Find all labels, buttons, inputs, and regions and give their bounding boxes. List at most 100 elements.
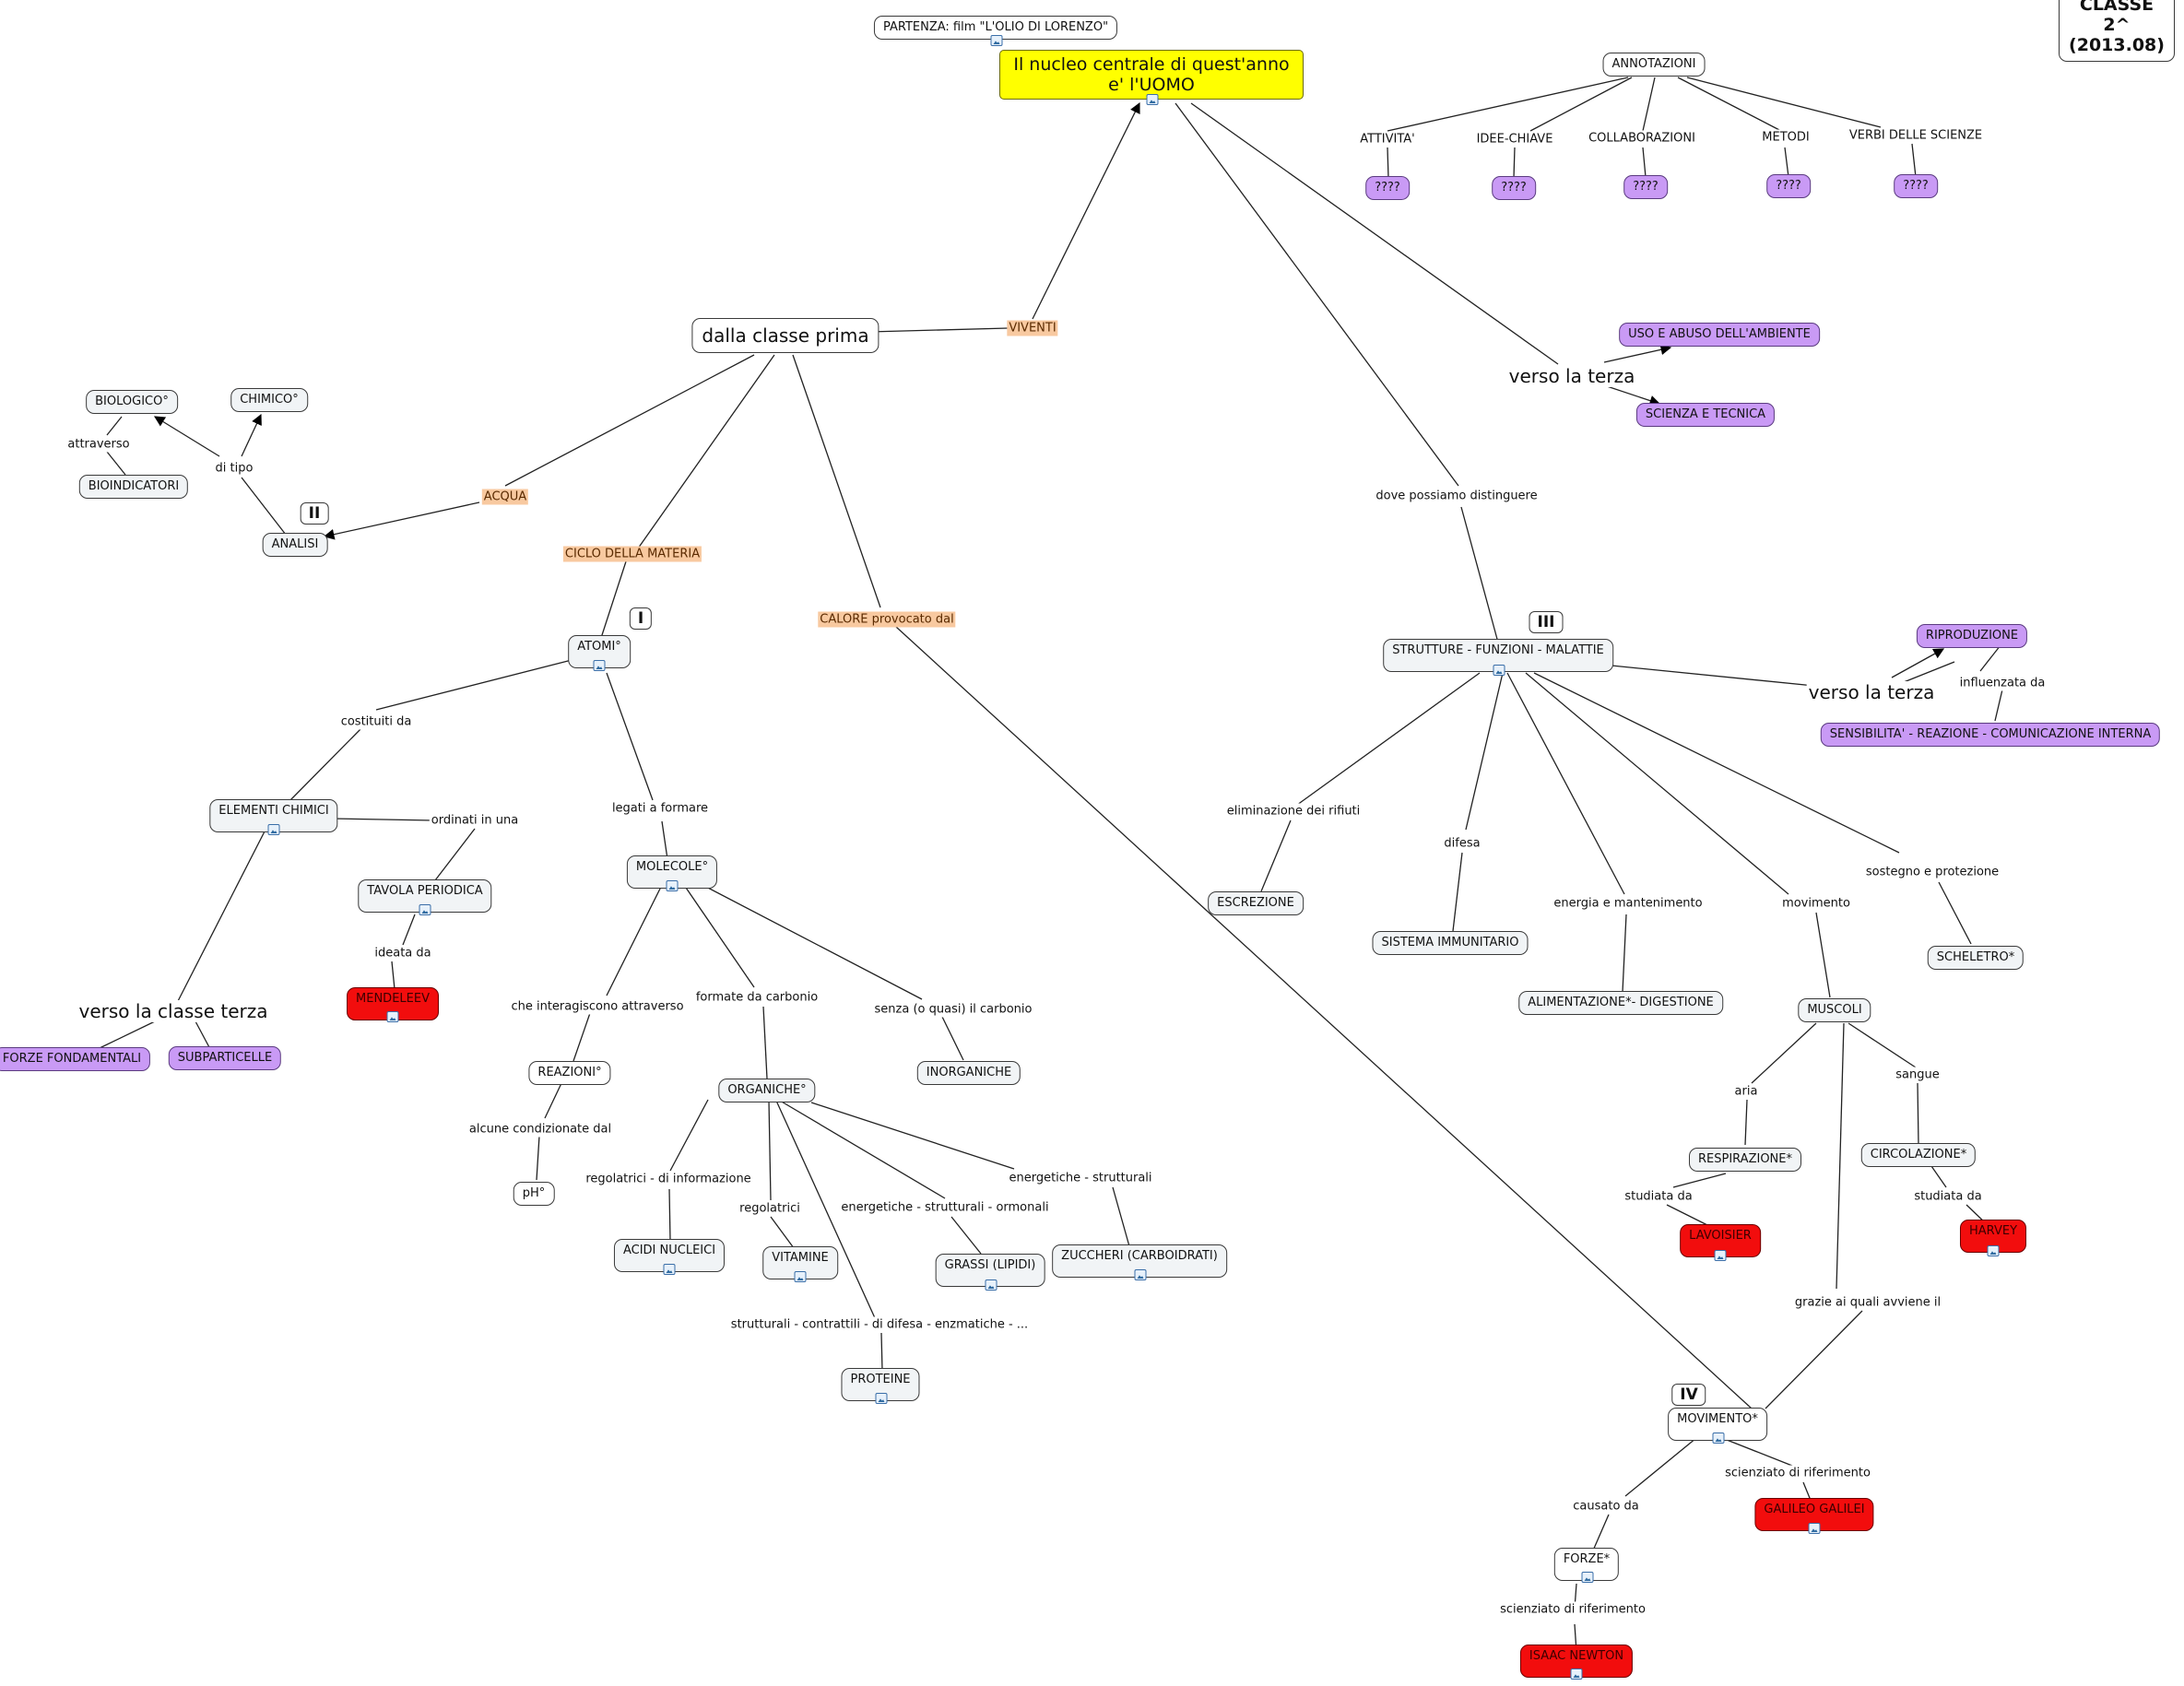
studiata-2-label: studiata da	[1912, 1188, 1984, 1205]
image-link-icon[interactable]	[1712, 1433, 1725, 1444]
energia-label: energia e mantenimento	[1552, 895, 1705, 912]
energetiche-strutturali-label: energetiche - strutturali	[1007, 1170, 1154, 1186]
section-iii-badge: III	[1529, 611, 1564, 633]
eliminazione-label: eliminazione dei rifiuti	[1224, 803, 1363, 819]
image-link-icon[interactable]	[985, 1279, 998, 1291]
scheletro-node[interactable]: SCHELETRO*	[1927, 946, 2025, 970]
forze-node[interactable]: FORZE*	[1553, 1548, 1620, 1581]
verbi-label: VERBI DELLE SCIENZE	[1847, 127, 1985, 144]
tavola-periodica-node[interactable]: TAVOLA PERIODICA	[358, 879, 492, 913]
chimico-node[interactable]: CHIMICO°	[230, 388, 308, 412]
from-first-class-node[interactable]: dalla classe prima	[691, 318, 880, 353]
forze-fondamentali-node[interactable]: FORZE FONDAMENTALI	[0, 1047, 151, 1071]
elementi-chimici-node[interactable]: ELEMENTI CHIMICI	[209, 799, 338, 832]
central-node[interactable]: Il nucleo centrale di quest'anno e' l'UO…	[999, 50, 1304, 100]
image-link-icon[interactable]	[1987, 1245, 2000, 1256]
scienza-tecnica-node[interactable]: SCIENZA E TECNICA	[1635, 403, 1776, 427]
idee-chiave-label: IDEE-CHIAVE	[1474, 131, 1555, 147]
bioindicatori-node[interactable]: BIOINDICATORI	[78, 475, 189, 499]
image-link-icon[interactable]	[386, 1011, 399, 1022]
image-link-icon[interactable]	[990, 35, 1003, 46]
influenzata-label: influenzata da	[1957, 675, 2048, 691]
attivita-label: ATTIVITA'	[1358, 131, 1417, 147]
to-third-label: verso la terza	[1506, 365, 1637, 387]
riproduzione-node[interactable]: RIPRODUZIONE	[1916, 624, 2028, 648]
verso-classe-terza-label: verso la classe terza	[77, 1000, 270, 1022]
escrezione-node[interactable]: ESCREZIONE	[1208, 891, 1304, 915]
costituiti-label: costituiti da	[338, 713, 414, 730]
image-link-icon[interactable]	[267, 824, 280, 835]
inorganiche-node[interactable]: INORGANICHE	[916, 1061, 1021, 1085]
regolatrici-label: regolatrici	[738, 1200, 802, 1217]
grazie-label: grazie ai quali avviene il	[1792, 1294, 1943, 1311]
image-link-icon[interactable]	[593, 660, 606, 671]
image-link-icon[interactable]	[1570, 1668, 1583, 1680]
image-link-icon[interactable]	[419, 904, 431, 915]
aria-label: aria	[1732, 1083, 1760, 1100]
galileo-node[interactable]: GALILEO GALILEI	[1754, 1498, 1874, 1531]
viventi-link-label: VIVENTI	[1007, 320, 1058, 336]
image-link-icon[interactable]	[1146, 94, 1159, 105]
immunitario-node[interactable]: SISTEMA IMMUNITARIO	[1372, 931, 1529, 955]
image-link-icon[interactable]	[1581, 1572, 1594, 1583]
movimento-lbl: movimento	[1780, 895, 1852, 912]
image-link-icon[interactable]	[875, 1393, 888, 1404]
image-link-icon[interactable]	[1808, 1523, 1821, 1534]
sensibilita-node[interactable]: SENSIBILITA' - REAZIONE - COMUNICAZIONE …	[1820, 723, 2161, 747]
scienziato-2-label: scienziato di riferimento	[1498, 1601, 1647, 1618]
ph-node[interactable]: pH°	[513, 1182, 555, 1206]
circolazione-node[interactable]: CIRCOLAZIONE*	[1860, 1143, 1977, 1167]
analisi-node[interactable]: ANALISI	[262, 533, 328, 557]
annotations-node[interactable]: ANNOTAZIONI	[1602, 53, 1706, 77]
regolatrici-info-label: regolatrici - di informazione	[584, 1171, 753, 1187]
di-tipo-label: di tipo	[213, 460, 255, 477]
sangue-label: sangue	[1894, 1067, 1942, 1083]
difesa-label: difesa	[1442, 835, 1482, 852]
legati-label: legati a formare	[609, 800, 711, 817]
distinguere-label: dove possiamo distinguere	[1374, 488, 1540, 504]
molecole-node[interactable]: MOLECOLE°	[626, 855, 718, 889]
image-link-icon[interactable]	[794, 1271, 807, 1282]
acqua-link-label: ACQUA	[481, 489, 529, 505]
class-title: CLASSE 2^ (2013.08)	[2059, 0, 2175, 62]
attraverso-label: attraverso	[65, 436, 132, 453]
organiche-node[interactable]: ORGANICHE°	[718, 1079, 816, 1102]
collaborazioni-label: COLLABORAZIONI	[1587, 130, 1697, 147]
senza-label: senza (o quasi) il carbonio	[872, 1001, 1034, 1018]
scienziato-1-label: scienziato di riferimento	[1723, 1465, 1872, 1481]
energetiche-ormonali-label: energetiche - strutturali - ormonali	[839, 1199, 1051, 1216]
ambiente-node[interactable]: USO E ABUSO DELL'AMBIENTE	[1619, 323, 1820, 347]
interagiscono-label: che interagiscono attraverso	[509, 998, 686, 1015]
metodi-label: METODI	[1760, 129, 1812, 146]
calore-link-label: CALORE provocato dal	[818, 611, 956, 628]
ideata-label: ideata da	[372, 945, 433, 961]
subparticelle-node[interactable]: SUBPARTICELLE	[168, 1046, 282, 1070]
alimentazione-node[interactable]: ALIMENTAZIONE*- DIGESTIONE	[1518, 991, 1723, 1015]
image-link-icon[interactable]	[1714, 1250, 1727, 1261]
muscoli-node[interactable]: MUSCOLI	[1798, 998, 1871, 1022]
section-ii-badge: II	[300, 502, 329, 525]
respirazione-node[interactable]: RESPIRAZIONE*	[1689, 1148, 1801, 1172]
attivita-value-node[interactable]: ????	[1365, 176, 1410, 200]
metodi-value-node[interactable]: ????	[1766, 174, 1811, 198]
zuccheri-node[interactable]: ZUCCHERI (CARBOIDRATI)	[1052, 1244, 1227, 1278]
collaborazioni-value-node[interactable]: ????	[1623, 175, 1668, 199]
biologico-node[interactable]: BIOLOGICO°	[86, 390, 178, 414]
atomi-node[interactable]: ATOMI°	[568, 635, 631, 668]
verbi-value-node[interactable]: ????	[1894, 174, 1938, 198]
causato-label: causato da	[1571, 1498, 1641, 1515]
sostegno-label: sostegno e protezione	[1863, 864, 2001, 880]
strutturali-label: strutturali - contrattili - di difesa - …	[728, 1316, 1031, 1333]
studiata-1-label: studiata da	[1623, 1188, 1694, 1205]
section-i-badge: I	[629, 607, 653, 630]
idee-chiave-value-node[interactable]: ????	[1492, 176, 1536, 200]
alcune-label: alcune condizionate dal	[466, 1121, 614, 1138]
reazioni-node[interactable]: REAZIONI°	[528, 1061, 611, 1085]
section-iv-badge: IV	[1671, 1384, 1706, 1406]
image-link-icon[interactable]	[663, 1264, 676, 1275]
image-link-icon[interactable]	[1134, 1269, 1147, 1280]
image-link-icon[interactable]	[1493, 665, 1505, 676]
image-link-icon[interactable]	[666, 880, 679, 891]
formate-label: formate da carbonio	[693, 989, 820, 1006]
